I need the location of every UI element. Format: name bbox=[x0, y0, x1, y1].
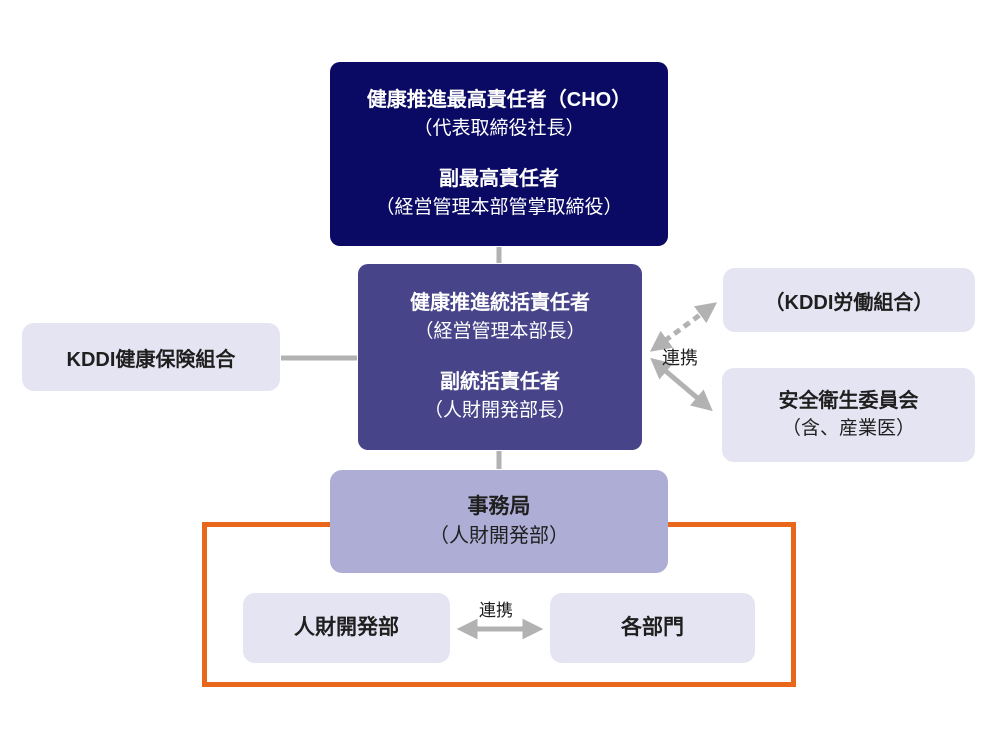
insurance-box: KDDI健康保険組合 bbox=[22, 323, 280, 391]
insurance-label: KDDI健康保険組合 bbox=[66, 348, 236, 371]
labor-union-label: （KDDI労働組合） bbox=[764, 291, 934, 314]
deputy-cho-subtitle: （経営管理本部管掌取締役） bbox=[375, 197, 623, 218]
labor-union-box: （KDDI労働組合） bbox=[723, 268, 975, 332]
safety-committee-title: 安全衛生委員会 bbox=[778, 390, 919, 413]
collab-label-right: 連携 bbox=[662, 348, 698, 368]
deputy-supervisor-title: 副統括責任者 bbox=[440, 371, 560, 393]
departments-label: 各部門 bbox=[621, 615, 684, 639]
secretariat-subtitle: （人財開発部） bbox=[429, 525, 569, 548]
supervisor-subtitle: （経営管理本部長） bbox=[414, 321, 586, 343]
secretariat-box: 事務局 （人財開発部） bbox=[330, 470, 668, 573]
cho-subtitle: （代表取締役社長） bbox=[413, 118, 585, 140]
deputy-supervisor-subtitle: （人財開発部長） bbox=[423, 400, 576, 421]
hr-department-box: 人財開発部 bbox=[243, 593, 450, 663]
collab-label-bottom: 連携 bbox=[479, 601, 513, 620]
departments-box: 各部門 bbox=[550, 593, 755, 663]
safety-committee-box: 安全衛生委員会 （含、産業医） bbox=[722, 368, 975, 462]
cho-box: 健康推進最高責任者（CHO） （代表取締役社長） 副最高責任者 （経営管理本部管… bbox=[330, 62, 668, 246]
cho-title: 健康推進最高責任者（CHO） bbox=[366, 89, 632, 112]
collab-arrow-labor-union bbox=[649, 302, 718, 352]
hr-department-label: 人財開発部 bbox=[294, 615, 399, 639]
secretariat-title: 事務局 bbox=[467, 494, 531, 518]
supervisor-box: 健康推進統括責任者 （経営管理本部長） 副統括責任者 （人財開発部長） bbox=[358, 264, 642, 450]
deputy-cho-title: 副最高責任者 bbox=[439, 168, 559, 190]
supervisor-title: 健康推進統括責任者 bbox=[410, 292, 590, 315]
safety-committee-subtitle: （含、産業医） bbox=[781, 418, 915, 440]
